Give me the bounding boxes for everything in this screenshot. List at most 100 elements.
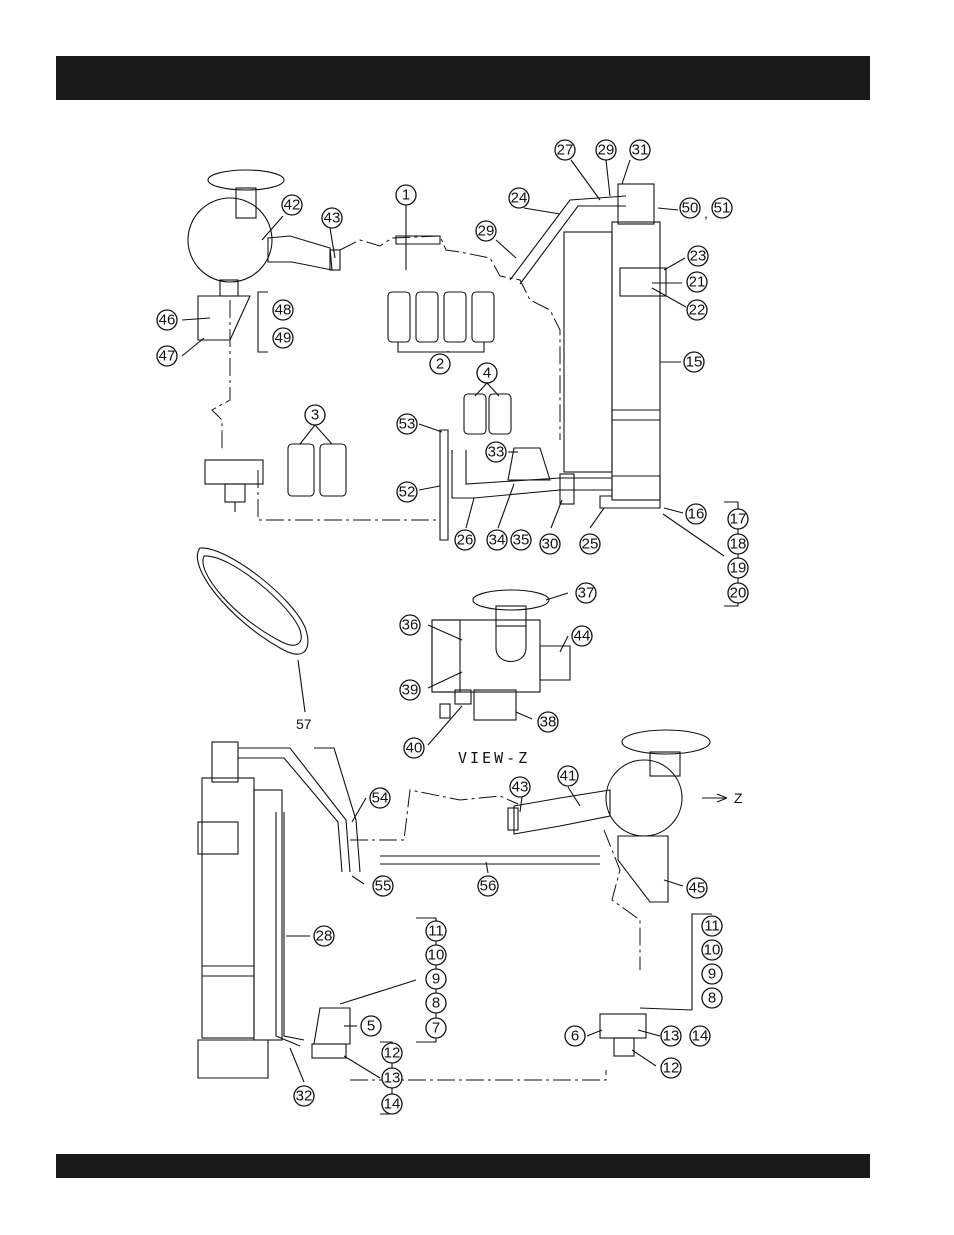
callout-number: 15 <box>686 354 703 371</box>
callout-1: 1 <box>396 185 416 205</box>
callout-45: 45 <box>687 878 707 898</box>
callout-9-left: 9 <box>426 969 446 989</box>
callout-number: 33 <box>488 444 505 461</box>
callout-number: 3 <box>311 407 319 424</box>
callout-number: 19 <box>730 560 747 577</box>
callout-number: 27 <box>557 142 574 159</box>
callout-number: 48 <box>275 302 292 319</box>
callout-2: 2 <box>430 354 450 374</box>
callout-10-right: 10 <box>702 940 722 960</box>
callout-8-left: 8 <box>426 993 446 1013</box>
callout-23: 23 <box>688 246 708 266</box>
callout-number: 18 <box>730 536 747 553</box>
callout-8-right: 8 <box>702 988 722 1008</box>
callout-number: 21 <box>689 274 706 291</box>
callout-separator: , <box>704 205 708 221</box>
callout-9-right: 9 <box>702 964 722 984</box>
callout-43: 43 <box>322 208 342 228</box>
callout-number: 29 <box>478 223 495 240</box>
callout-number: 14 <box>692 1028 709 1045</box>
callout-44: 44 <box>572 626 592 646</box>
callout-14-left: 14 <box>382 1094 402 1114</box>
callout-53: 53 <box>397 414 417 434</box>
callout-46: 46 <box>157 310 177 330</box>
callout-number: 44 <box>574 628 591 645</box>
callout-number: 35 <box>513 532 530 549</box>
callout-50: 50 <box>680 198 700 218</box>
callout-5: 5 <box>361 1016 381 1036</box>
callout-55: 55 <box>373 876 393 896</box>
callout-54: 54 <box>370 788 390 808</box>
belt-part-number: 57 <box>296 716 312 732</box>
callout-number: 10 <box>428 947 445 964</box>
callout-4: 4 <box>477 363 497 383</box>
callout-number: 49 <box>275 330 292 347</box>
callout-number: 54 <box>372 790 389 807</box>
callout-number: 9 <box>432 971 440 988</box>
callout-number: 16 <box>688 506 705 523</box>
callout-24: 24 <box>509 188 529 208</box>
callout-28: 28 <box>314 926 334 946</box>
callout-17: 17 <box>728 509 748 529</box>
callout-number: 31 <box>632 142 649 159</box>
view-z-drawing <box>432 590 570 720</box>
callout-number: 41 <box>560 768 577 785</box>
callout-number: 51 <box>714 200 731 217</box>
callout-47: 47 <box>157 346 177 366</box>
callout-13-left: 13 <box>382 1068 402 1088</box>
callout-number: 36 <box>402 617 419 634</box>
callout-12-right: 12 <box>661 1058 681 1078</box>
callout-20: 20 <box>728 583 748 603</box>
callout-52: 52 <box>397 482 417 502</box>
callout-number: 9 <box>708 966 716 983</box>
callout-35: 35 <box>511 530 531 550</box>
callout-number: 23 <box>690 248 707 265</box>
callout-48: 48 <box>273 300 293 320</box>
view-z-label: VIEW-Z <box>458 749 530 767</box>
callout-number: 17 <box>730 511 747 528</box>
callout-29-lower: 29 <box>476 221 496 241</box>
callout-number: 11 <box>704 918 720 935</box>
callout-number: 5 <box>367 1018 375 1035</box>
callout-19: 19 <box>728 558 748 578</box>
callout-number: 1 <box>402 187 410 204</box>
callout-12-left: 12 <box>382 1043 402 1063</box>
callout-number: 30 <box>542 536 559 553</box>
callout-number: 45 <box>689 880 706 897</box>
side-view-drawing <box>198 730 710 1080</box>
callout-number: 8 <box>432 995 440 1012</box>
callout-7: 7 <box>426 1018 446 1038</box>
callout-33: 33 <box>486 442 506 462</box>
callout-number: 32 <box>296 1088 313 1105</box>
callout-6: 6 <box>565 1026 585 1046</box>
callout-number: 40 <box>406 740 423 757</box>
callout-49: 49 <box>273 328 293 348</box>
callout-number: 55 <box>375 878 392 895</box>
callout-38: 38 <box>538 712 558 732</box>
callout-32: 32 <box>294 1086 314 1106</box>
callout-number: 25 <box>582 536 599 553</box>
callout-number: 26 <box>457 532 474 549</box>
callout-3: 3 <box>305 405 325 425</box>
callout-11-right: 11 <box>702 916 722 936</box>
callout-number: 43 <box>512 779 529 796</box>
callout-number: 50 <box>682 200 699 217</box>
callout-22: 22 <box>687 300 707 320</box>
callout-16: 16 <box>686 504 706 524</box>
callout-18: 18 <box>728 534 748 554</box>
callout-30: 30 <box>540 534 560 554</box>
callout-14-right: 14 <box>690 1026 710 1046</box>
callout-41: 41 <box>558 766 578 786</box>
callout-number: 28 <box>316 928 333 945</box>
top-view-drawing <box>188 170 666 540</box>
callout-27: 27 <box>555 140 575 160</box>
callout-31: 31 <box>630 140 650 160</box>
callout-number: 12 <box>384 1045 401 1062</box>
callout-number: 29 <box>598 142 615 159</box>
callout-43-side: 43 <box>510 777 530 797</box>
callout-number: 24 <box>511 190 528 207</box>
callout-number: 20 <box>730 585 747 602</box>
callout-25: 25 <box>580 534 600 554</box>
callout-number: 43 <box>324 210 341 227</box>
